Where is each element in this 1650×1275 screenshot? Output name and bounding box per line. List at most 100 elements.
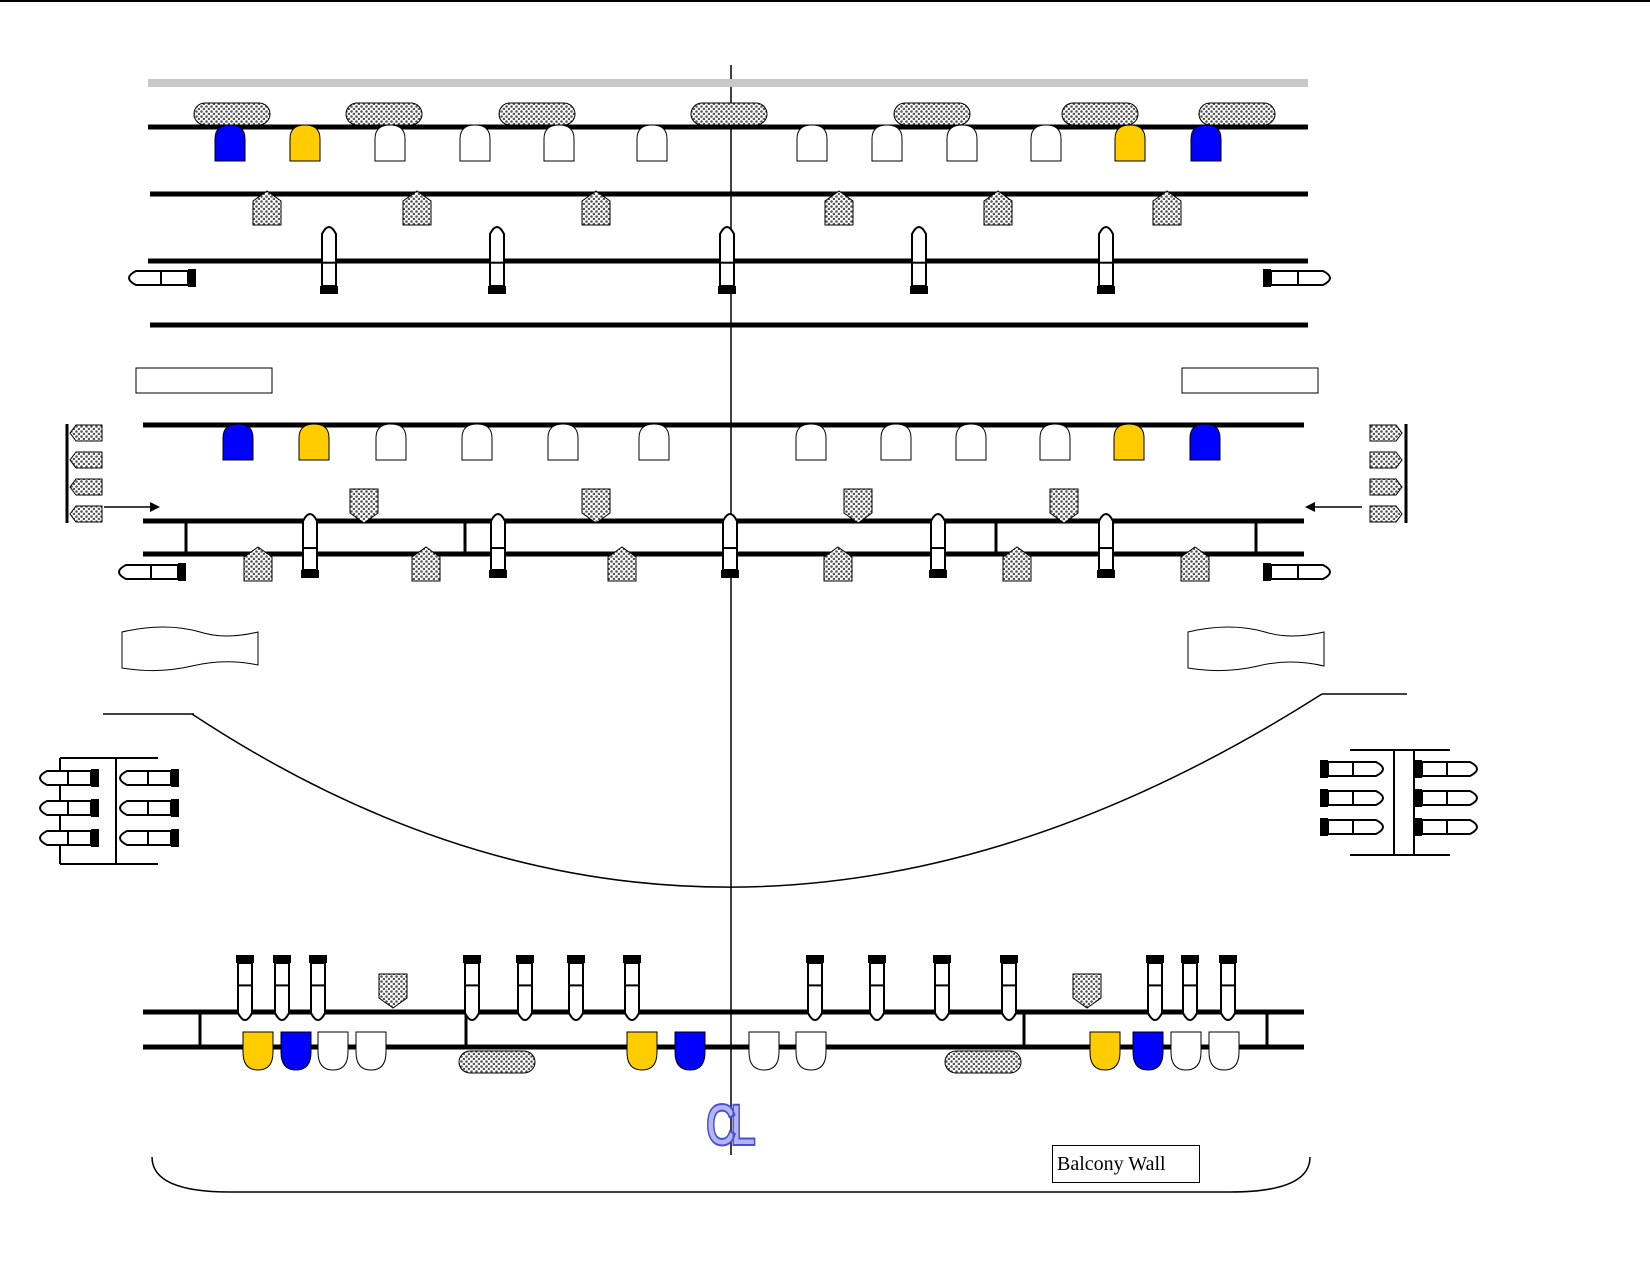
tormentor-flag-right: [1187, 626, 1325, 672]
ellipsoidal-icon: [320, 226, 338, 294]
fresnel-icon: [243, 546, 273, 582]
fresnel-icon: [843, 488, 873, 524]
ellipsoidal-icon: [463, 955, 481, 1021]
par-can-icon: [298, 423, 330, 461]
fresnel-icon: [607, 546, 637, 582]
balcony-wall-label: Balcony Wall: [1052, 1145, 1200, 1183]
ellipsoidal-icon: [39, 829, 99, 847]
ellipsoidal-icon: [489, 513, 507, 578]
fresnel-icon: [1180, 546, 1210, 582]
stage-edge-arc: [191, 693, 1323, 888]
ellipsoidal-icon: [567, 955, 585, 1021]
centerline-label: CL: [705, 1092, 756, 1159]
ellipsoidal-icon: [1146, 955, 1164, 1021]
scroller-icon: [69, 451, 103, 469]
par-can-icon: [289, 124, 321, 162]
scroller-icon: [69, 478, 103, 496]
arrow-right-head: [1305, 502, 1315, 512]
scroller-icon: [69, 424, 103, 442]
par-can-icon: [374, 124, 406, 162]
par-can-icon: [1208, 1031, 1240, 1071]
par-can-icon: [242, 1031, 274, 1071]
upstage-pipe: [148, 79, 1308, 87]
par-can-icon: [1132, 1031, 1164, 1071]
ellipsoidal-icon: [39, 769, 99, 787]
par-can-icon: [214, 124, 246, 162]
ellipsoidal-icon: [1263, 269, 1331, 287]
wing-box-left: [135, 367, 273, 394]
ellipsoidal-icon: [118, 563, 186, 581]
ellipsoidal-icon: [721, 513, 739, 578]
ellipsoidal-icon: [1320, 789, 1384, 807]
par-can-icon: [674, 1031, 706, 1071]
ellipsoidal-icon: [1320, 760, 1384, 778]
fresnel-icon: [1002, 546, 1032, 582]
fresnel-icon: [581, 190, 611, 226]
flood-icon: [458, 1050, 536, 1074]
par-can-icon: [638, 423, 670, 461]
fresnel-icon: [411, 546, 441, 582]
ellipsoidal-icon: [623, 955, 641, 1021]
ellipsoidal-icon: [929, 513, 947, 578]
ellipsoidal-icon: [301, 513, 319, 578]
par-can-icon: [355, 1031, 387, 1071]
ellipsoidal-icon: [1097, 513, 1115, 578]
flood-icon: [1198, 102, 1276, 126]
par-can-icon: [543, 124, 575, 162]
par-can-icon: [748, 1031, 780, 1071]
par-can-icon: [1114, 124, 1146, 162]
par-can-icon: [795, 423, 827, 461]
ellipsoidal-icon: [1181, 955, 1199, 1021]
flood-icon: [193, 102, 271, 126]
scroller-icon: [69, 505, 103, 523]
par-can-icon: [461, 423, 493, 461]
ellipsoidal-icon: [1320, 818, 1384, 836]
par-can-icon: [1039, 423, 1071, 461]
par-can-icon: [222, 423, 254, 461]
fresnel-icon: [402, 190, 432, 226]
flood-icon: [944, 1050, 1022, 1074]
par-can-icon: [636, 124, 668, 162]
scroller-icon: [1369, 505, 1403, 523]
par-can-icon: [1190, 124, 1222, 162]
flood-icon: [498, 102, 576, 126]
fresnel-icon: [823, 546, 853, 582]
flood-icon: [345, 102, 423, 126]
par-can-icon: [280, 1031, 312, 1071]
fresnel-icon: [252, 190, 282, 226]
ellipsoidal-icon: [516, 955, 534, 1021]
ellipsoidal-icon: [273, 955, 291, 1021]
ellipsoidal-icon: [868, 955, 886, 1021]
par-can-icon: [796, 124, 828, 162]
arrow-left-head: [150, 502, 160, 512]
ellipsoidal-icon: [1263, 563, 1331, 581]
flood-icon: [690, 102, 768, 126]
ellipsoidal-icon: [488, 226, 506, 294]
ellipsoidal-icon: [1000, 955, 1018, 1021]
par-can-icon: [795, 1031, 827, 1071]
par-can-icon: [375, 423, 407, 461]
par-can-icon: [1189, 423, 1221, 461]
ellipsoidal-icon: [1219, 955, 1237, 1021]
ellipsoidal-icon: [718, 226, 736, 294]
fresnel-icon: [1072, 973, 1102, 1009]
par-can-icon: [871, 124, 903, 162]
ellipsoidal-icon: [119, 829, 179, 847]
par-can-icon: [459, 124, 491, 162]
ellipsoidal-icon: [910, 226, 928, 294]
ellipsoidal-icon: [806, 955, 824, 1021]
par-can-icon: [946, 124, 978, 162]
par-can-icon: [1089, 1031, 1121, 1071]
fresnel-icon: [581, 488, 611, 524]
ellipsoidal-icon: [119, 769, 179, 787]
flood-icon: [1061, 102, 1139, 126]
fresnel-icon: [378, 973, 408, 1009]
scroller-icon: [1369, 451, 1403, 469]
fresnel-icon: [349, 488, 379, 524]
ellipsoidal-icon: [236, 955, 254, 1021]
ellipsoidal-icon: [1414, 789, 1478, 807]
scroller-icon: [1369, 478, 1403, 496]
flood-icon: [893, 102, 971, 126]
par-can-icon: [1113, 423, 1145, 461]
